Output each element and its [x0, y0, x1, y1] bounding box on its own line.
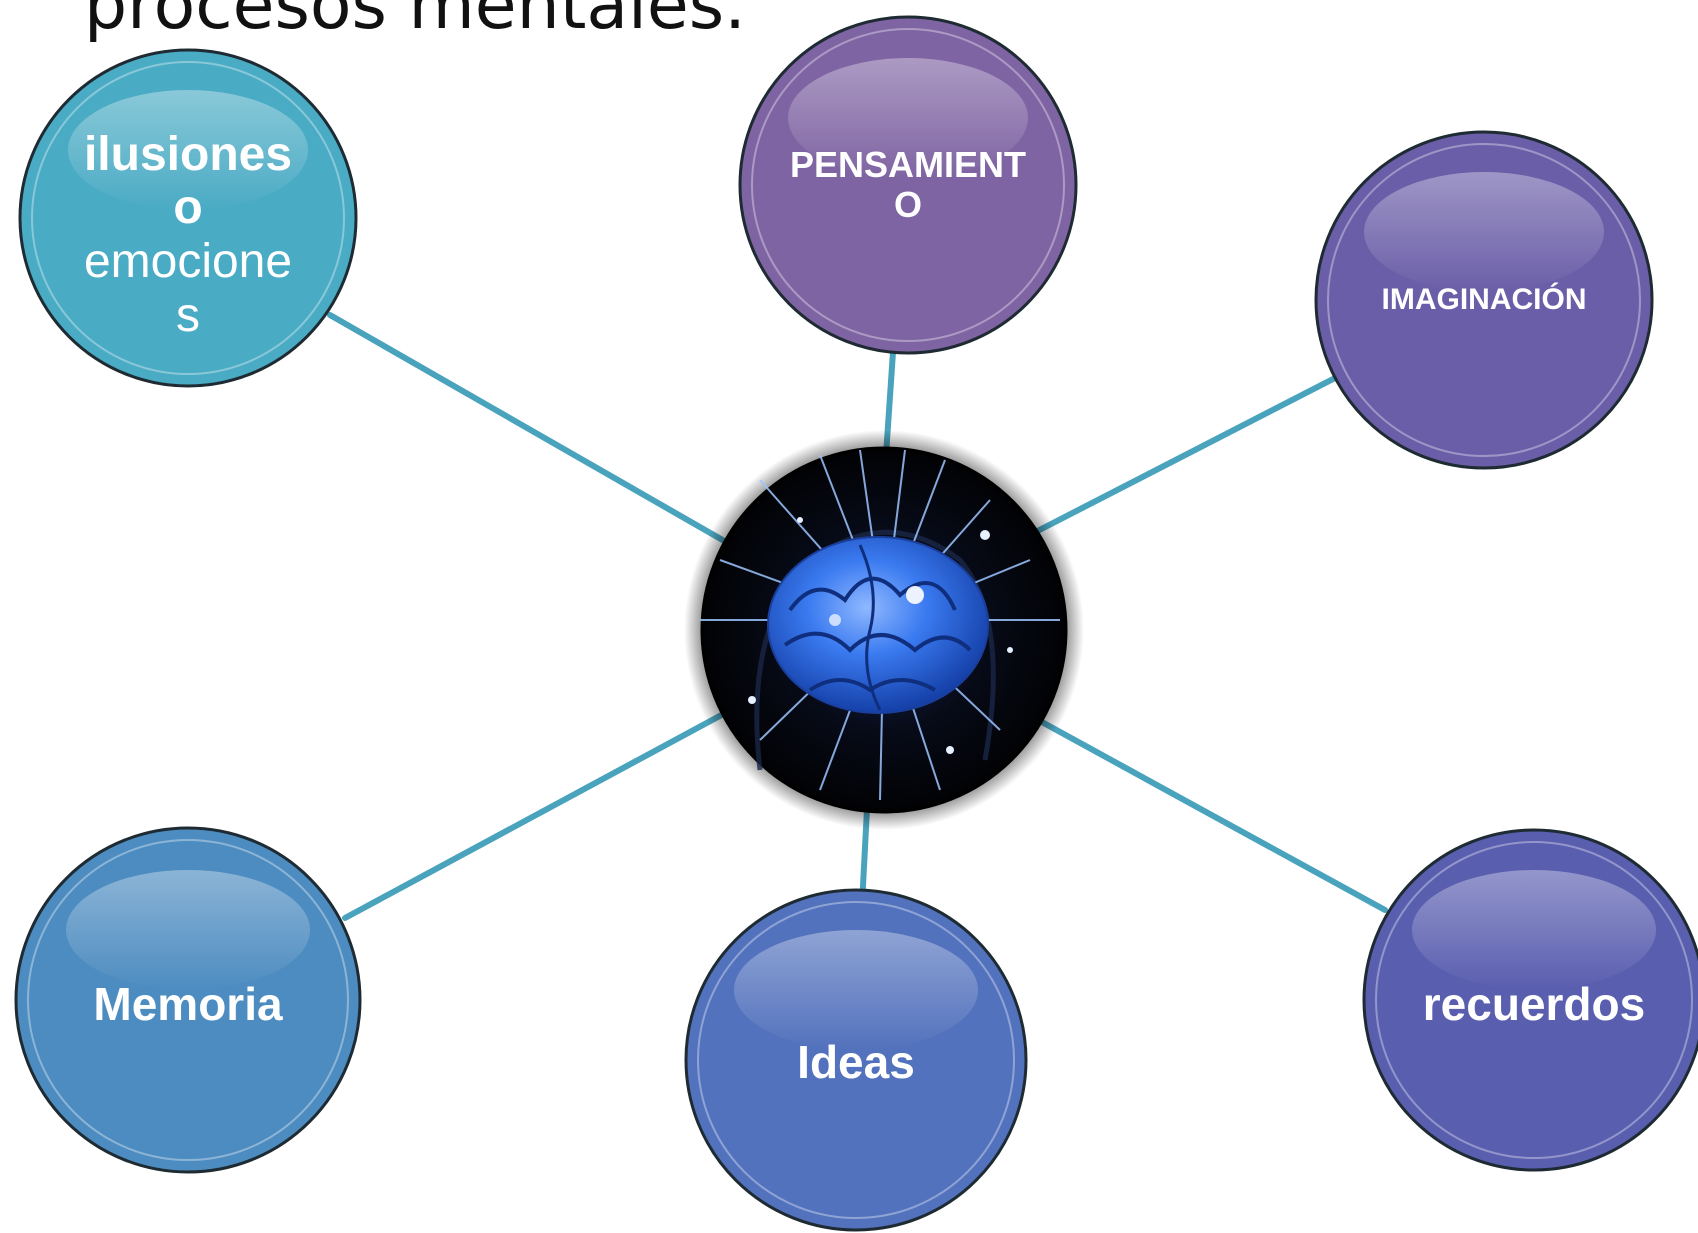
memoria-label: Memoria: [93, 978, 283, 1031]
node-ideas-label: Ideas: [716, 1028, 996, 1098]
ilusiones-line3: emocione: [83, 235, 293, 288]
node-ilusiones: [18, 48, 358, 388]
pensamiento-line2: O: [893, 184, 922, 225]
connector-recuerdos: [1017, 707, 1388, 913]
sparkles: [748, 517, 1013, 754]
node-ilusiones-label: ilusiones o emocione s: [48, 115, 328, 355]
node-recuerdos: [1362, 828, 1698, 1172]
ideas-label: Ideas: [797, 1036, 915, 1089]
node-memoria: [14, 826, 362, 1174]
pensamiento-line1: PENSAMIENT: [789, 143, 1027, 185]
node-imaginacion-label: IMAGINACIÓN: [1354, 270, 1614, 330]
connector-imaginacion: [1017, 375, 1338, 543]
node-pensamiento: [738, 15, 1078, 355]
connector-ilusiones: [327, 312, 743, 553]
brain-icon: [767, 536, 989, 714]
ilusiones-line2: o: [173, 181, 203, 235]
node-recuerdos-label: recuerdos: [1394, 970, 1674, 1040]
node-ideas: [684, 888, 1028, 1232]
ilusiones-line4: s: [176, 288, 200, 342]
connector-memoria: [342, 702, 743, 921]
page-title: procesos mentales.: [84, 0, 746, 45]
center-brain-image: [684, 430, 1084, 830]
node-pensamiento-label: PENSAMIENT O: [770, 130, 1046, 240]
imaginacion-label: IMAGINACIÓN: [1381, 283, 1587, 317]
connectors: [327, 312, 1388, 921]
recuerdos-label: recuerdos: [1422, 978, 1646, 1031]
node-imaginacion: [1314, 130, 1654, 470]
node-memoria-label: Memoria: [48, 970, 328, 1040]
ilusiones-line1: ilusiones: [83, 127, 293, 181]
